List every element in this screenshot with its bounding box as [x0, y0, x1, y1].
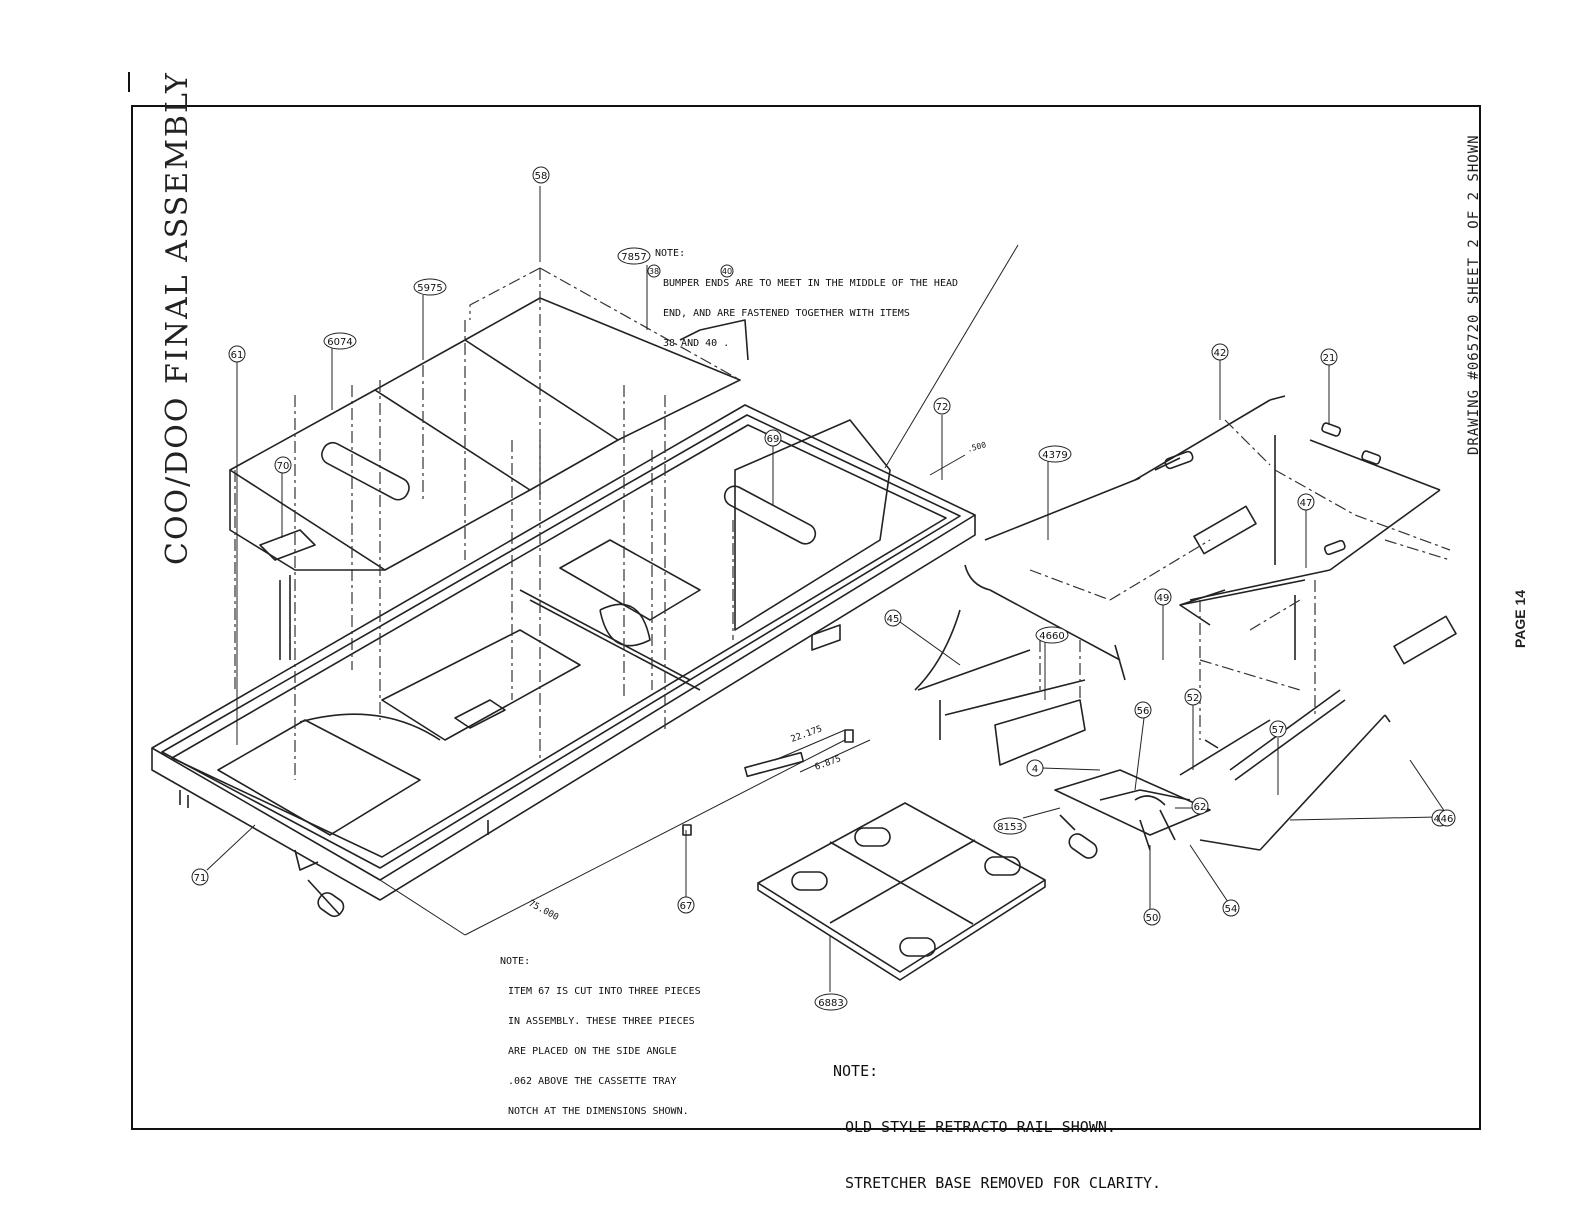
callout-49: 49: [1154, 588, 1172, 606]
callout-72: 72: [933, 397, 951, 415]
retracto-note-line: OLD STYLE RETRACTO RAIL SHOWN.: [845, 1117, 1116, 1136]
retracto-note-line: STRETCHER BASE REMOVED FOR CLARITY.: [845, 1174, 1162, 1192]
callout-62: 62: [1191, 797, 1209, 815]
dimension-lines: [379, 454, 966, 936]
callout-61: 61: [228, 345, 246, 363]
callout-7857: 7857: [617, 247, 651, 265]
svg-text:45: 45: [887, 614, 900, 625]
callout-4: 4: [1026, 759, 1044, 777]
svg-text:70: 70: [277, 461, 290, 472]
stretcher-frame: [151, 319, 976, 918]
callout-56: 56: [1134, 701, 1152, 719]
svg-text:6074: 6074: [327, 337, 352, 348]
svg-text:61: 61: [231, 350, 244, 361]
svg-text:4379: 4379: [1042, 450, 1067, 461]
callout-leaders: [206, 186, 1446, 992]
svg-text:69: 69: [767, 434, 780, 445]
svg-text:57: 57: [1272, 725, 1285, 736]
callout-6074: 6074: [323, 332, 357, 350]
bumper-note-line: BUMPER ENDS ARE TO MEET IN THE MIDDLE OF…: [663, 278, 959, 289]
callout-69: 69: [764, 429, 782, 447]
retracto-note-heading: NOTE:: [833, 1061, 879, 1080]
svg-text:58: 58: [535, 171, 548, 182]
mattress-boards: [229, 297, 891, 631]
svg-text:50: 50: [1146, 913, 1159, 924]
callout-42: 42: [1211, 343, 1229, 361]
callout-46-circle: [1438, 809, 1456, 827]
callout-52: 52: [1184, 688, 1202, 706]
callout-47: 47: [1297, 493, 1315, 511]
svg-text:54: 54: [1225, 904, 1238, 915]
callout-70: 70: [274, 456, 292, 474]
item67-note-heading: NOTE:: [500, 956, 531, 967]
callout-6883: 6883: [814, 993, 848, 1011]
callout-54: 54: [1222, 899, 1240, 917]
assembly-leaders: [234, 267, 1451, 780]
callout-67: 67: [677, 896, 695, 914]
item67-note-line: IN ASSEMBLY. THESE THREE PIECES: [508, 1016, 695, 1027]
callout-balloons: 58 7857 5975 6074 61 70 69 72 71 67 6883…: [191, 166, 1449, 1011]
callout-46-label: 46: [1441, 814, 1454, 825]
svg-text:42: 42: [1214, 348, 1227, 359]
svg-text:72: 72: [936, 402, 949, 413]
callout-45: 45: [884, 609, 902, 627]
cassette-tray: [757, 802, 1046, 981]
retracto-rail-assembly: [914, 395, 1457, 859]
svg-text:38: 38: [649, 267, 659, 276]
callout-57: 57: [1269, 720, 1287, 738]
svg-text:4: 4: [1032, 764, 1038, 775]
svg-text:71: 71: [194, 873, 207, 884]
svg-text:49: 49: [1157, 593, 1170, 604]
callout-50: 50: [1143, 908, 1161, 926]
svg-text:47: 47: [1300, 498, 1313, 509]
svg-text:40: 40: [722, 267, 732, 276]
item67-note: NOTE: ITEM 67 IS CUT INTO THREE PIECES I…: [500, 937, 701, 1127]
callout-58: 58: [532, 166, 550, 184]
svg-text:67: 67: [680, 901, 693, 912]
callout-5975: 5975: [413, 278, 447, 296]
svg-text:8153: 8153: [997, 822, 1022, 833]
bumper-note-line: END, AND ARE FASTENED TOGETHER WITH ITEM…: [663, 308, 910, 319]
svg-text:62: 62: [1194, 802, 1207, 813]
callout-4379: 4379: [1038, 445, 1072, 463]
item67-note-line: NOTCH AT THE DIMENSIONS SHOWN.: [508, 1106, 689, 1117]
item67-note-line: ARE PLACED ON THE SIDE ANGLE: [508, 1046, 677, 1057]
svg-text:52: 52: [1187, 693, 1200, 704]
callout-40: 40: [720, 264, 734, 278]
item-67-strips: [682, 729, 854, 836]
retracto-note: NOTE: OLD STYLE RETRACTO RAIL SHOWN. STR…: [833, 1024, 1161, 1212]
bumper-note-heading: NOTE:: [655, 248, 686, 259]
svg-text:5975: 5975: [417, 283, 442, 294]
corner-mark: [128, 72, 130, 92]
drawing-frame: [131, 105, 1481, 1130]
callout-4660: 4660: [1035, 626, 1069, 644]
callout-21: 21: [1320, 348, 1338, 366]
svg-text:21: 21: [1323, 353, 1336, 364]
callout-8153: 8153: [993, 817, 1027, 835]
bumper-note-line: 38 AND 40 .: [663, 338, 730, 349]
svg-text:7857: 7857: [621, 252, 646, 263]
callout-38: 38: [647, 264, 661, 278]
bumper-note: NOTE: BUMPER ENDS ARE TO MEET IN THE MID…: [655, 229, 958, 359]
svg-text:56: 56: [1137, 706, 1150, 717]
item67-note-line: ITEM 67 IS CUT INTO THREE PIECES: [508, 986, 701, 997]
item67-note-line: .062 ABOVE THE CASSETTE TRAY: [508, 1076, 677, 1087]
callout-71: 71: [191, 868, 209, 886]
svg-text:4660: 4660: [1039, 631, 1064, 642]
svg-text:6883: 6883: [818, 998, 843, 1009]
